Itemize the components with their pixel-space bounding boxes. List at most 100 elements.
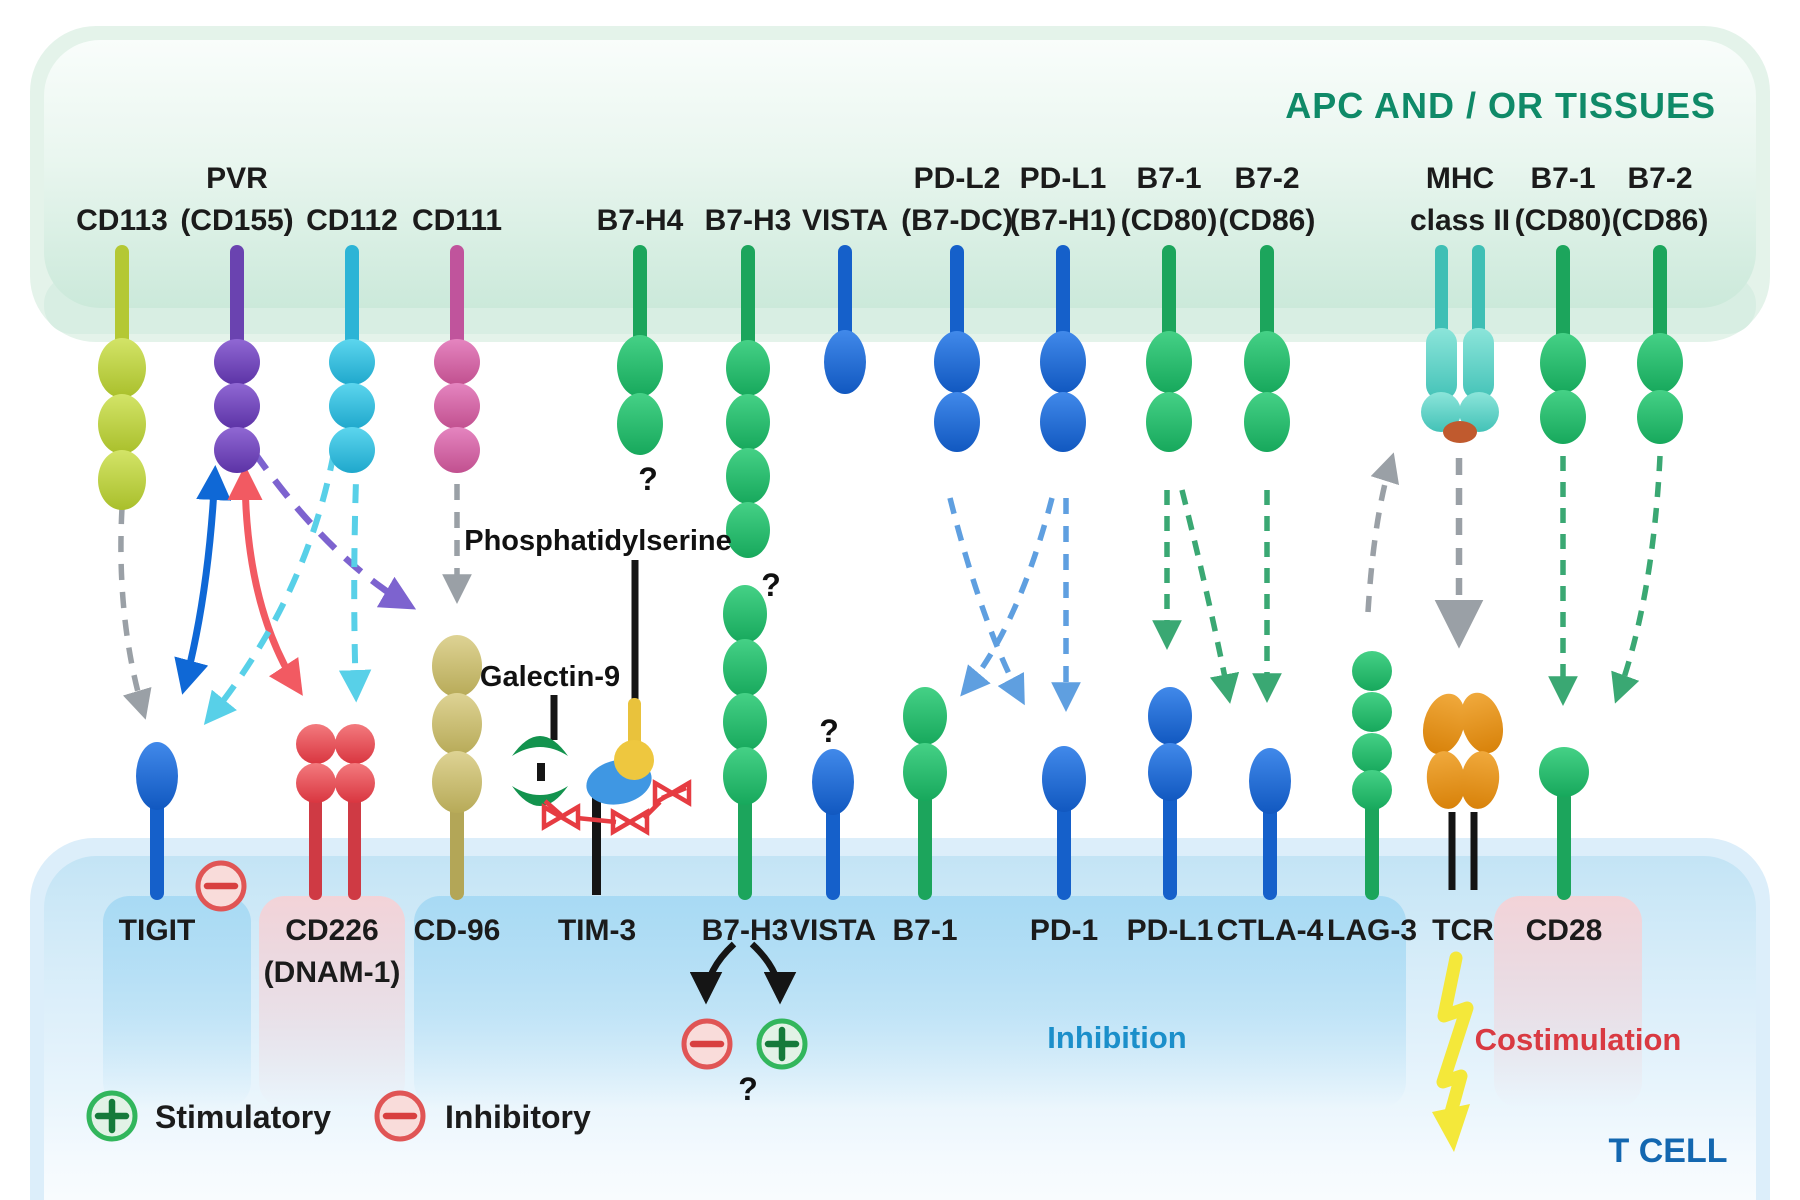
label-cd111: CD111 [412, 204, 502, 237]
label-b72-1: B7-2 [1234, 162, 1299, 195]
label-ctla4: CTLA-4 [1217, 914, 1324, 947]
label-vista-tcell: VISTA [790, 914, 876, 947]
legend-stimulatory-icon [86, 1090, 138, 1142]
label-pdl1-2: (B7-H1) [1010, 204, 1117, 237]
label-pvr-1: PVR [206, 162, 268, 195]
tcell-panel [30, 838, 1770, 1200]
arrow-lag3-to-mhc [1365, 452, 1400, 613]
arrow-cd112-to-tigit [203, 451, 337, 726]
arrow-b7h3-to-inhibitory [689, 941, 737, 1005]
arrow-b72b-to-cd28 [1611, 455, 1663, 704]
cd226-subpanel [259, 896, 405, 1108]
label-b71-tcell: B7-1 [892, 914, 957, 947]
ligand-cd111 [434, 245, 480, 473]
ligand-labels: CD113 PVR (CD155) CD112 CD111 B7-H4 B7-H… [76, 162, 1708, 237]
receptor-tcr [1422, 692, 1504, 890]
label-b71b-2: (CD80) [1515, 204, 1612, 237]
label-tim3: TIM-3 [558, 914, 636, 947]
tigit-subpanel [103, 896, 251, 1108]
receptor-cd226 [296, 724, 375, 900]
tcr-lightning-icon [1432, 951, 1474, 1152]
ligand-b7h3-apc [726, 245, 770, 558]
receptor-cd28 [1539, 747, 1589, 900]
qmark-vista-tcell: ? [819, 713, 839, 749]
arrow-pdl2-to-pd1 [947, 497, 1025, 706]
ligand-b72 [1244, 245, 1290, 452]
ligand-vista-apc [824, 245, 866, 394]
ligand-b71-right [1540, 245, 1586, 444]
receptor-pdl1-tcell [1148, 687, 1192, 900]
receptor-ctla4 [1249, 748, 1291, 900]
label-b71b-1: B7-1 [1530, 162, 1595, 195]
label-tcr: TCR [1432, 914, 1494, 947]
label-cd96: CD-96 [414, 914, 501, 947]
receptor-pd1 [1042, 746, 1086, 900]
label-b7h3-tcell: B7-H3 [702, 914, 789, 947]
label-mhc-1: MHC [1426, 162, 1494, 195]
mhc-peptide [1443, 421, 1477, 443]
ligand-b71 [1146, 245, 1192, 452]
apc-title: APC AND / OR TISSUES [1285, 85, 1716, 126]
annotations: Phosphatidylserine Galectin-9 ? ? ? ? In… [464, 461, 1727, 1170]
receptor-lag3 [1352, 651, 1392, 900]
label-tcell: T CELL [1609, 1132, 1728, 1170]
arrow-pvr-to-cd96 [251, 450, 417, 610]
galectin9-crescent-top [512, 736, 568, 756]
ligand-pdl1 [1040, 245, 1086, 452]
label-b72b-1: B7-2 [1627, 162, 1692, 195]
label-b71-2: (CD80) [1121, 204, 1218, 237]
phosphatidylserine-ball [614, 740, 654, 780]
ligand-b72-right [1637, 245, 1683, 444]
label-vista-apc: VISTA [802, 204, 888, 237]
legend-inhibitory-label: Inhibitory [445, 1099, 591, 1135]
cd28-subpanel [1494, 896, 1642, 1108]
receptor-tigit [136, 742, 178, 900]
apc-panel-body [44, 40, 1756, 308]
label-pdl2-1: PD-L2 [914, 162, 1001, 195]
receptors [136, 560, 1589, 900]
receptor-vista-tcell [812, 749, 854, 900]
label-inhibition: Inhibition [1047, 1020, 1186, 1055]
tigit-minus-icon [195, 860, 247, 912]
qmark-b7h3-signal: ? [738, 1071, 758, 1107]
label-pdl1-tcell: PD-L1 [1127, 914, 1214, 947]
arrow-cd113-to-tigit [118, 507, 152, 720]
label-cd28: CD28 [1526, 914, 1603, 947]
arrow-b7h3-to-stimulatory [749, 941, 797, 1005]
receptor-labels: TIGIT CD226 (DNAM-1) CD-96 TIM-3 B7-H3 V… [119, 914, 1603, 989]
label-pd1: PD-1 [1030, 914, 1098, 947]
qmark-b7h3-apc: ? [761, 567, 781, 603]
label-cd113: CD113 [76, 204, 168, 237]
receptor-tim3 [512, 560, 692, 895]
arrow-pvr-cd226-bidirectional [227, 465, 303, 696]
label-galectin9: Galectin-9 [480, 661, 620, 693]
glycan-chains [541, 779, 692, 836]
label-cd226-2: (DNAM-1) [264, 956, 401, 989]
arrow-b71-to-ctla4 [1179, 489, 1240, 704]
receptor-b71-tcell [903, 687, 947, 900]
label-cd112: CD112 [306, 204, 398, 237]
label-b72-2: (CD86) [1219, 204, 1316, 237]
label-lag3: LAG-3 [1327, 914, 1417, 947]
ligand-b7h4 [617, 245, 663, 455]
b7h3-plus-icon [756, 1018, 808, 1070]
legend-stimulatory-label: Stimulatory [155, 1099, 331, 1135]
label-pdl2-2: (B7-DC) [901, 204, 1013, 237]
label-b71-1: B7-1 [1136, 162, 1201, 195]
qmark-b7h4: ? [638, 461, 658, 497]
ligand-mhc-class2 [1421, 245, 1499, 443]
receptor-b7h3-tcell [723, 585, 767, 900]
label-b7h3-apc: B7-H3 [705, 204, 792, 237]
arrow-cd112-to-cd226 [338, 451, 372, 703]
arrow-pvr-tigit-bidirectional [174, 465, 232, 695]
inhibition-subpanel [414, 896, 1406, 1108]
apc-panel: APC AND / OR TISSUES [30, 26, 1770, 342]
signal-icons [195, 860, 1474, 1152]
label-cd226-1: CD226 [285, 914, 378, 947]
ligand-cd113 [98, 245, 146, 510]
ligand-cd112 [329, 245, 375, 473]
receptor-cd96 [432, 635, 482, 900]
ligand-pvr [214, 245, 260, 473]
